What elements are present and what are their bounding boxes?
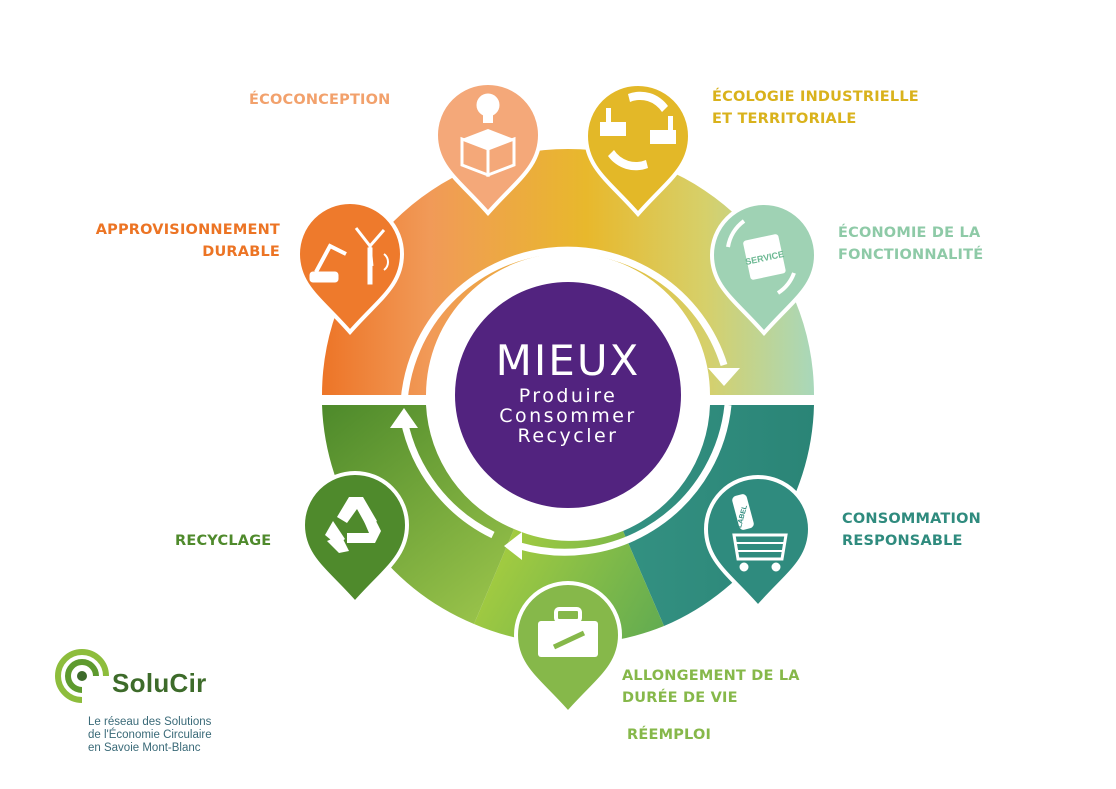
solucir-logo: SoluCir Le réseau des Solutions de l'Éco… (52, 648, 282, 768)
wind-turbine-excavator-icon (309, 227, 389, 285)
label-reemploi: RÉEMPLOI (627, 727, 712, 743)
label-recyclage: RECYCLAGE (175, 533, 272, 549)
recycle-icon (325, 497, 381, 553)
cycle-arrow-head-up (390, 408, 418, 428)
center-line-recycler: Recycler (518, 425, 619, 447)
center-line-produire: Produire (519, 385, 618, 407)
cycle-arrow-bottom (519, 404, 732, 556)
lightbulb-box-icon (460, 93, 516, 178)
logo-tagline: Le réseau des Solutions de l'Économie Ci… (88, 716, 212, 754)
ring-top-segment (322, 149, 814, 395)
label-allongement: ALLONGEMENT DE LA DURÉE DE VIE (622, 668, 800, 706)
label-approvisionnement: APPROVISIONNEMENT DURABLE (95, 222, 280, 260)
cycle-arrow-head-right (708, 368, 740, 386)
label-consommation: CONSOMMATION RESPONSABLE (842, 511, 981, 549)
toolbox-icon (538, 607, 598, 657)
pin-consommation: LABEL (703, 475, 813, 611)
center-circle (449, 276, 687, 514)
shopping-cart-bottle-icon: LABEL (732, 494, 788, 572)
cycle-arrow-left (400, 419, 495, 539)
factory-cycle-icon (600, 91, 676, 171)
pin-ecologie-industrielle (583, 82, 693, 218)
cycle-arrow-top (400, 246, 728, 403)
pin-allongement (513, 581, 623, 717)
center-line-consommer: Consommer (499, 405, 636, 427)
cycle-arrow-head-bottom (504, 532, 522, 560)
service-bag-icon: SERVICE (726, 219, 796, 295)
pin-ecoconception (433, 81, 543, 217)
center-title: MIEUX (496, 336, 641, 385)
label-ecoconception: ÉCOCONCEPTION (249, 92, 391, 108)
pin-fonctionnalite: SERVICE (709, 201, 819, 337)
ring-green-segment (322, 405, 514, 624)
solucir-logo-mark (55, 649, 109, 703)
pin-recyclage (300, 471, 410, 607)
pin-approvisionnement (295, 200, 405, 336)
label-fonctionnalite: ÉCONOMIE DE LA FONCTIONNALITÉ (838, 225, 984, 263)
logo-name: SoluCir (112, 668, 207, 698)
label-ecologie-industrielle: ÉCOLOGIE INDUSTRIELLE ET TERRITORIALE (712, 89, 919, 127)
